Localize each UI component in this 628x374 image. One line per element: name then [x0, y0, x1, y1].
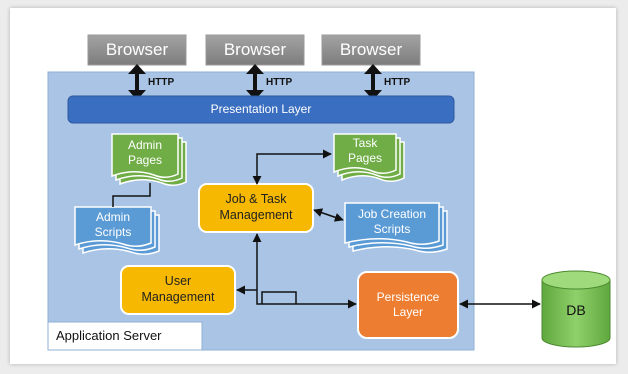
browser-box-1 [87, 34, 187, 66]
task-pages-shape [333, 133, 405, 182]
job-task-management-label: Job & Task Management [219, 192, 293, 222]
admin-scripts-shape [74, 206, 160, 255]
connector-job-creation [313, 208, 344, 222]
browser-label-3: Browser [339, 40, 403, 60]
browser-label-2: Browser [223, 40, 287, 60]
db-cylinder [541, 270, 611, 348]
job-creation-scripts-shape [344, 202, 448, 253]
user-management-box [120, 265, 236, 315]
job-creation-scripts-label: Job Creation Scripts [357, 207, 427, 236]
http-label-2: HTTP [266, 76, 293, 88]
persistence-layer-label: Persistence Layer [376, 290, 440, 319]
http-arrow-2 [246, 64, 264, 100]
browser-label-1: Browser [105, 40, 169, 60]
admin-pages-label: Admin Pages [127, 138, 163, 167]
http-arrow-3 [364, 64, 382, 100]
db-label: DB [566, 302, 586, 319]
connector-job-task-pages [252, 149, 332, 185]
application-server-label-box [47, 321, 203, 351]
presentation-layer-box [67, 95, 455, 124]
admin-pages-shape [111, 133, 187, 186]
http-label-1: HTTP [148, 76, 175, 88]
persistence-layer-box [357, 271, 459, 339]
connector-loop [261, 291, 297, 304]
presentation-layer-label: Presentation Layer [210, 102, 312, 116]
task-pages-label: Task Pages [347, 136, 383, 165]
http-label-3: HTTP [384, 76, 411, 88]
user-management-label: User Management [141, 274, 215, 304]
connector-admin [112, 183, 151, 207]
http-arrow-1 [128, 64, 146, 100]
admin-scripts-label: Admin Scripts [94, 210, 132, 239]
application-server-label: Application Server [56, 327, 162, 343]
connector-job-persistence [252, 233, 357, 309]
browser-box-3 [321, 34, 421, 66]
